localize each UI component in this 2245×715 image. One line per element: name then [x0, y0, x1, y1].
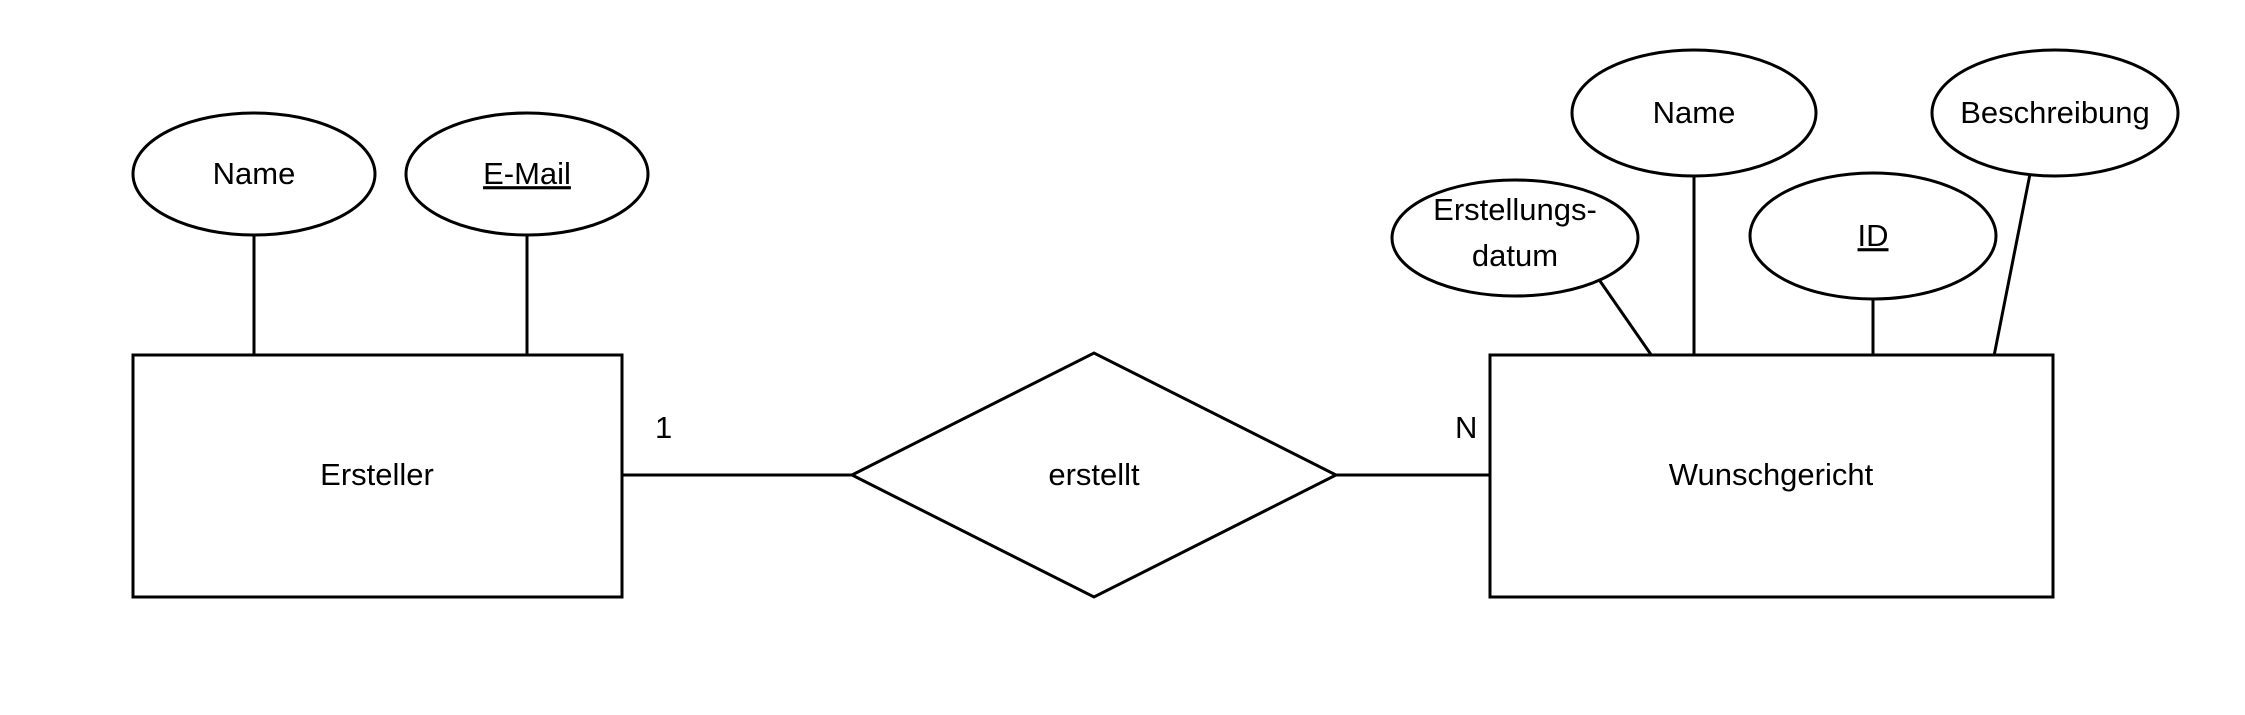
attribute-wunschgericht-id[interactable]: ID [1748, 171, 1998, 301]
attribute-ersteller-name[interactable]: Name [131, 111, 377, 237]
attribute-wunschgericht-beschreibung[interactable]: Beschreibung [1930, 48, 2180, 178]
entity-rectangle [131, 353, 624, 599]
ellipse-shape [404, 111, 650, 237]
ellipse-shape [1748, 171, 1998, 301]
cardinality-right: N [1455, 410, 1477, 445]
ellipse-shape [1390, 178, 1640, 298]
attribute-label-primary-key: E-Mail [483, 156, 571, 191]
connector-wunschgericht-erstellungsdatum [1598, 280, 1654, 357]
connector-wunschgericht-beschreibung [1992, 173, 2032, 357]
attribute-ersteller-email[interactable]: E-Mail [404, 111, 650, 237]
attribute-label: Name [213, 156, 296, 191]
relationship-diamond [848, 351, 1340, 599]
ellipse-shape [1570, 48, 1818, 178]
entity-label: Ersteller [320, 457, 434, 492]
relationship-label: erstellt [1048, 457, 1140, 492]
attribute-label-line2: datum [1472, 238, 1558, 273]
attribute-wunschgericht-erstellungsdatum[interactable]: Erstellungs- datum [1390, 178, 1640, 298]
attribute-label-line1: Erstellungs- [1433, 192, 1597, 227]
ellipse-shape [1930, 48, 2180, 178]
entity-rectangle [1488, 353, 2055, 599]
ellipse-shape [131, 111, 377, 237]
entity-wunschgericht[interactable]: Erstellungs- datum Name ID Beschreibung … [1390, 48, 2180, 599]
cardinality-left: 1 [655, 410, 672, 445]
entity-label: Wunschgericht [1669, 457, 1874, 492]
attribute-label-primary-key: ID [1858, 218, 1889, 253]
attribute-label: Beschreibung [1960, 95, 2150, 130]
relationship-erstellt[interactable]: erstellt 1 N [621, 351, 1491, 599]
attribute-label: Name [1653, 95, 1736, 130]
entity-ersteller[interactable]: Name E-Mail Ersteller [131, 111, 650, 599]
attribute-wunschgericht-name[interactable]: Name [1570, 48, 1818, 178]
